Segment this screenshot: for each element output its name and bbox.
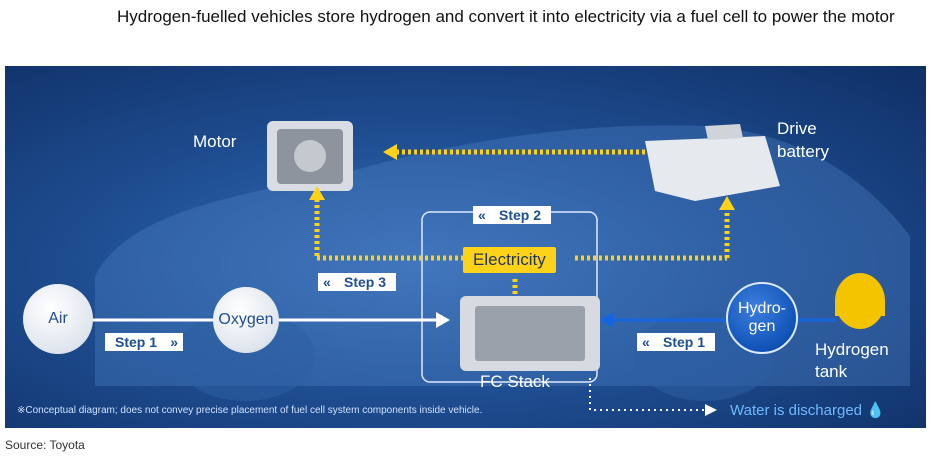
fc-stack-image [460,296,600,371]
hydrogen-tank-label-line2: tank [815,362,848,381]
water-discharged-label: Water is discharged 💧 [730,401,885,419]
step1-right-badge: « Step 1 [637,333,716,351]
chevron-right-icon: » [170,334,179,350]
fc-stack-label: FC Stack [480,372,550,391]
hydrogen-tank-image [835,273,885,329]
water-discharge-path [589,378,705,411]
motor-image [267,121,353,191]
drive-battery-label-line1: Drive [777,119,817,138]
hydrogen-circle: Hydro- gen [726,282,798,354]
oxygen-label: Oxygen [218,311,274,328]
electricity-badge: Electricity [463,247,556,273]
oxygen-circle: Oxygen [213,287,279,353]
step1-right-label: Step 1 [663,334,706,350]
figure-caption: Hydrogen-fuelled vehicles store hydrogen… [117,7,895,26]
chevron-left-icon: « [642,334,650,350]
conceptual-note: ※Conceptual diagram; does not convey pre… [17,405,483,416]
chevron-left-icon: « [478,207,486,223]
hydrogen-circle-line2: gen [748,318,776,335]
rear-wheel [175,311,315,401]
step1-left-label: Step 1 [115,334,158,350]
motor-label: Motor [193,132,237,151]
source-credit: Source: Toyota [5,438,85,452]
step2-label: Step 2 [499,207,542,223]
hydrogen-tank-label-line1: Hydrogen [815,340,889,359]
step2-badge: « Step 2 [473,206,552,224]
hydrogen-circle-line1: Hydro- [737,300,786,317]
battery-image [645,124,780,201]
water-text: Water is discharged [730,402,862,419]
chevron-left-icon: « [323,274,331,290]
fuel-cell-diagram: Motor Drive battery « Step 2 Electricity… [5,66,926,428]
water-drop-icon: 💧 [866,402,885,419]
step1-left-badge: Step 1 » [105,333,184,351]
air-label: Air [48,310,68,327]
step3-badge: « Step 3 [318,273,397,291]
drive-battery-label-line2: battery [777,142,829,161]
step3-label: Step 3 [344,274,387,290]
air-circle: Air [23,284,93,354]
